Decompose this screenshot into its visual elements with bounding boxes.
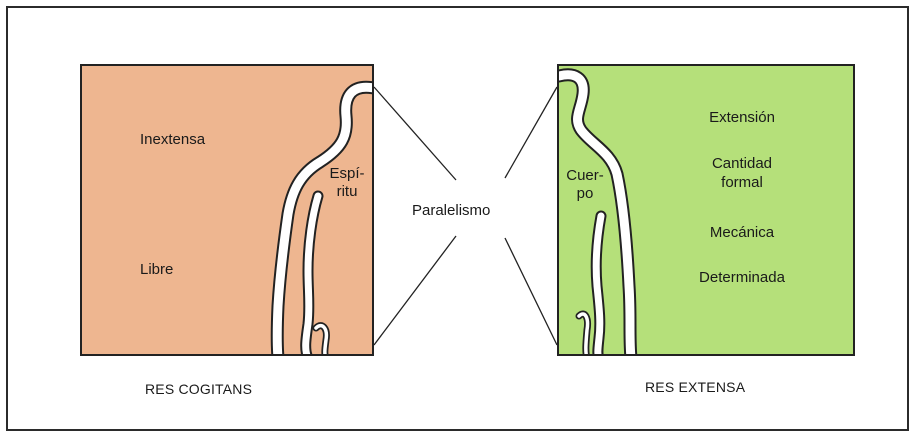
connector-left-bottom	[374, 236, 456, 345]
connector-right-bottom	[505, 238, 557, 345]
res-extensa-caption: RES EXTENSA	[645, 379, 745, 395]
res-cogitans-caption: RES COGITANS	[145, 381, 252, 397]
connector-right-top	[505, 87, 557, 178]
connector-left-top	[374, 87, 456, 180]
parallelism-label: Paralelismo	[412, 202, 490, 220]
